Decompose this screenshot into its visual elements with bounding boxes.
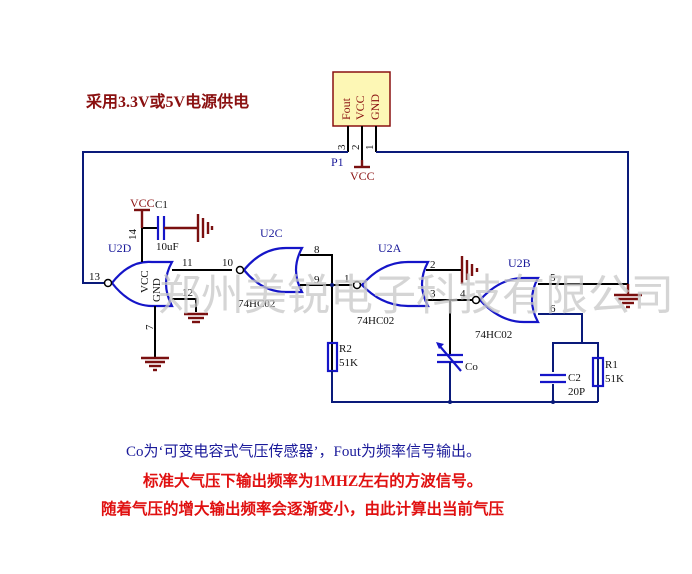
u2a-ref: U2A <box>378 241 402 255</box>
ground-symbol <box>141 356 169 372</box>
svg-text:12: 12 <box>182 287 193 299</box>
gnd-net <box>376 151 629 284</box>
connector-body <box>332 71 391 127</box>
svg-text:2: 2 <box>430 259 436 271</box>
u2c-part: 74HC02 <box>238 298 275 310</box>
u2d-ref: U2D <box>108 241 132 255</box>
gate-u2a: U2A 74HC02 1 2 3 <box>344 241 436 327</box>
u2b-part: 74HC02 <box>475 329 512 341</box>
svg-text:13: 13 <box>89 271 101 283</box>
pin-name-vcc: VCC <box>353 95 367 120</box>
u2d-gnd-label: GND <box>151 278 163 302</box>
u2a-part: 74HC02 <box>357 315 394 327</box>
c2-value: 20P <box>568 386 585 398</box>
svg-text:7: 7 <box>144 324 156 330</box>
svg-text:10: 10 <box>222 257 234 269</box>
svg-text:6: 6 <box>550 303 556 315</box>
svg-text:4: 4 <box>460 288 466 300</box>
power-supply-note: 采用3.3V或5V电源供电 <box>86 94 250 111</box>
u2d-vcc-label: VCC <box>139 270 151 293</box>
pin-name-gnd: GND <box>368 94 382 120</box>
svg-text:1: 1 <box>344 273 350 285</box>
gate-u2d: VCC GND U2D 13 11 12 14 7 <box>89 229 193 331</box>
connector-p1: Fout VCC GND 3 2 1 VCC P1 <box>331 71 391 183</box>
svg-text:9: 9 <box>314 274 320 286</box>
ground-symbol <box>460 256 479 284</box>
bottom-net <box>331 371 598 403</box>
r2-value: 51K <box>339 357 358 369</box>
r1-ref: R1 <box>605 359 618 371</box>
r2-ref: R2 <box>339 343 352 355</box>
r1-value: 51K <box>605 373 624 385</box>
svg-text:3: 3 <box>430 288 436 300</box>
c1-value: 10uF <box>156 241 179 253</box>
ground-symbol <box>184 312 208 324</box>
note-frequency: 标准大气压下输出频率为1MHZ左右的方波信号。 <box>143 473 483 490</box>
ground-symbol <box>614 293 642 309</box>
note-sensor-description: Co为‘可变电容式气压传感器’，Fout为频率信号输出。 <box>126 444 482 460</box>
c2-ref: C2 <box>568 372 581 384</box>
watermark: 郑州美锐电子科技有限公司 <box>158 271 674 321</box>
capacitor-c1 <box>156 214 214 242</box>
resistor-r1 <box>591 356 605 388</box>
pin-num-2: 2 <box>350 145 362 151</box>
capacitor-c2 <box>540 372 566 384</box>
svg-text:14: 14 <box>127 229 139 241</box>
c1-ref: C1 <box>155 199 168 211</box>
fout-net <box>82 151 348 284</box>
pin-name-fout: Fout <box>339 97 353 120</box>
u2c-ref: U2C <box>260 226 283 240</box>
connector-ref: P1 <box>331 155 344 169</box>
gate-u2b: U2B 74HC02 4 5 6 <box>460 256 556 341</box>
gate-u2c: U2C 74HC02 10 8 9 <box>222 226 320 310</box>
co-ref: Co <box>465 361 478 373</box>
c1-vcc-label: VCC <box>130 196 155 210</box>
svg-text:5: 5 <box>550 272 556 284</box>
vcc-label: VCC <box>350 169 375 183</box>
u2b-ref: U2B <box>508 256 531 270</box>
note-pressure-relation: 随着气压的增大输出频率会逐渐变小，由此计算出当前气压 <box>101 501 505 518</box>
pin-num-1: 1 <box>364 145 376 151</box>
svg-text:11: 11 <box>182 257 193 269</box>
svg-text:8: 8 <box>314 244 320 256</box>
pin-num-3: 3 <box>336 144 348 150</box>
